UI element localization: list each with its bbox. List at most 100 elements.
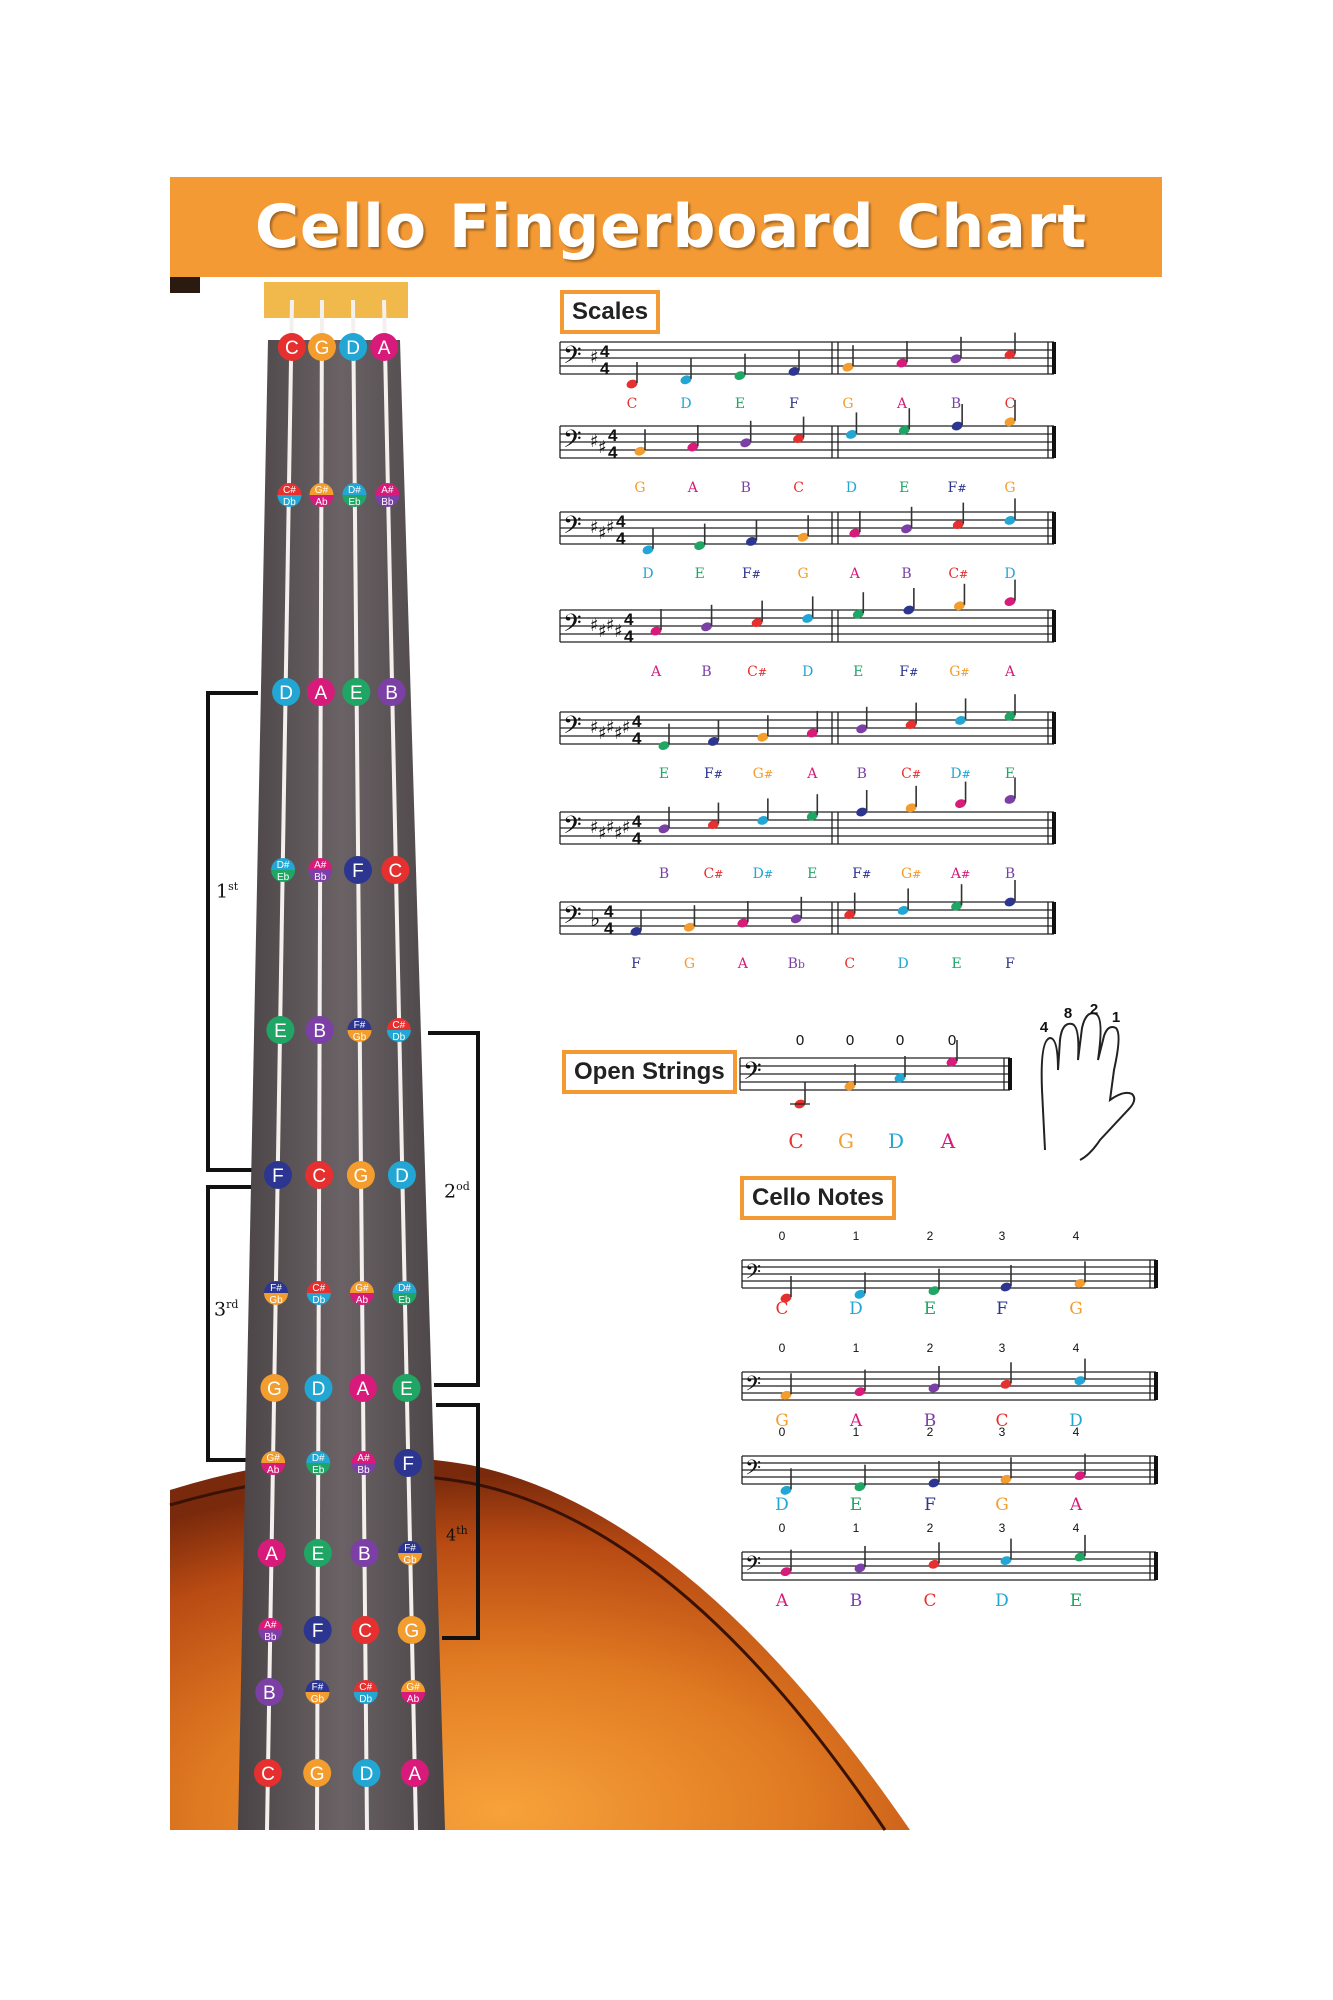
fingerboard-note-label: A <box>314 683 327 704</box>
fingerboard-note-a-sharp-bb: A#Bb <box>258 1618 283 1643</box>
scale-note-label: D <box>642 566 653 582</box>
scale-note-label: B <box>701 664 711 680</box>
sharp-icon: ♯ <box>606 517 615 538</box>
fingerboard-note-a: A <box>257 1539 286 1567</box>
time-signature: 4 <box>624 610 634 629</box>
fingerboard-note-label: E <box>274 1021 287 1042</box>
scale-note-label: D <box>898 956 909 972</box>
fingerboard-note-label: B <box>358 1544 371 1565</box>
scale-note-a <box>737 901 749 928</box>
scale-note-label: D# <box>950 766 970 782</box>
scale-note-label: A <box>1004 664 1016 680</box>
scale-note-a <box>687 425 699 452</box>
fingerboard-note-g-sharp-ab: G#Ab <box>349 1281 374 1306</box>
fingerboard-note-a: A <box>306 678 335 706</box>
fingerboard-note-d-sharp-eb: D#Eb <box>342 483 367 508</box>
cello-note-finger: 2 <box>927 1521 934 1535</box>
cello-note-finger: 4 <box>1073 1521 1080 1535</box>
scale-note-label: E <box>899 480 909 496</box>
scale-note-label: F <box>789 396 799 412</box>
fingerboard-note-label: E <box>312 1544 325 1565</box>
scale-note-d-sharp <box>757 798 769 825</box>
fingerboard-note-e: E <box>266 1016 295 1044</box>
time-signature: 4 <box>600 359 610 378</box>
fingerboard-note-bottom: Ab <box>407 1694 420 1705</box>
fingerboard-note-label: F <box>352 861 364 882</box>
scale-note-b <box>856 706 868 734</box>
bass-clef-icon: 𝄢 <box>563 609 582 643</box>
cello-note-label: C <box>775 1299 788 1319</box>
cello-note-label: F <box>996 1299 1008 1319</box>
fingerboard-note-d-sharp-eb: D#Eb <box>306 1451 331 1476</box>
scale-note-f <box>630 909 642 936</box>
scale-note-e <box>694 523 706 550</box>
fingerboard-note-label: G <box>267 1379 282 1400</box>
scale-note-c <box>844 892 856 919</box>
scale-note-label: G# <box>949 664 969 680</box>
open-string-note-d <box>894 1056 906 1083</box>
hand-finger-number: 2 <box>1090 1001 1098 1018</box>
scale-note-c-sharp <box>707 802 720 829</box>
fingerboard-note-b: B <box>305 1016 334 1044</box>
fingerboard-note-label: E <box>400 1379 413 1400</box>
fingerboard-note-top: D# <box>348 485 361 496</box>
open-string-label: A <box>940 1129 956 1153</box>
bracket-4th <box>436 1403 480 1640</box>
cello-note-label: G <box>1069 1299 1083 1319</box>
cello-note-label: D <box>849 1299 863 1319</box>
fingerboard-note-bottom: Gb <box>311 1694 325 1705</box>
scales-label: Scales <box>560 290 661 334</box>
scale-note-label: B <box>741 480 751 496</box>
open-string-note-c <box>794 1082 806 1109</box>
cello-note-d <box>1074 1358 1086 1385</box>
fingerboard-note-label: A <box>357 1379 370 1400</box>
cello-note-g <box>1074 1261 1086 1288</box>
string-a <box>382 299 418 1831</box>
fingerboard-note-d-sharp-eb: D#Eb <box>271 858 296 883</box>
cello-note-finger: 2 <box>927 1425 934 1439</box>
fingerboard-note-a: A <box>348 1374 377 1402</box>
fingerboard-note-g-sharp-ab: G#Ab <box>261 1451 286 1476</box>
scale-note-label: G <box>634 480 645 496</box>
cello-note-finger: 3 <box>999 1341 1006 1355</box>
open-string-note-a <box>946 1040 958 1067</box>
scale-note-label: A <box>849 566 861 582</box>
fingerboard-note-d-sharp-eb: D#Eb <box>392 1281 417 1306</box>
cello-note-e <box>854 1464 866 1492</box>
sharp-icon: ♯ <box>590 817 599 838</box>
scale-note-label: F <box>631 956 641 972</box>
scale-note-label: G# <box>753 766 773 782</box>
fingerboard-note-bottom: Bb <box>357 1465 370 1476</box>
cello-note-label: D <box>995 1591 1009 1611</box>
bass-clef-icon: 𝄢 <box>563 811 582 845</box>
fingerboard-note-top: G# <box>406 1682 420 1693</box>
bass-clef-icon: 𝄢 <box>563 901 582 935</box>
fingerboard-note-bottom: Db <box>312 1295 325 1306</box>
fingerboard-note-top: D# <box>398 1283 411 1294</box>
scale-note-g <box>842 345 854 372</box>
cello-nut <box>264 282 408 318</box>
scale-note-c-sharp <box>952 502 965 529</box>
scale-note-f-sharp <box>951 404 963 431</box>
fingerboard-note-label: B <box>313 1021 326 1042</box>
cello-note-e <box>928 1268 940 1296</box>
open-string-label: G <box>838 1129 854 1153</box>
fingerboard-note-g-sharp-ab: G#Ab <box>309 483 334 508</box>
scale-note-label: E <box>951 956 961 972</box>
cello-notes-label: Cello Notes <box>740 1176 897 1220</box>
cello-note-finger: 4 <box>1073 1341 1080 1355</box>
fingerboard-note-top: A# <box>314 860 327 871</box>
fingerboard-note-top: C# <box>312 1283 325 1294</box>
fingerboard-note-bottom: Eb <box>312 1465 325 1476</box>
fingerboard-note-b: B <box>377 678 406 706</box>
scale-note-label: G# <box>901 866 921 882</box>
fingerboard-note-label: G <box>404 1621 419 1642</box>
scale-note-label: D# <box>753 866 773 882</box>
fingerboard-note-d: D <box>387 1161 416 1189</box>
fingerboard-note-label: A <box>378 338 391 359</box>
